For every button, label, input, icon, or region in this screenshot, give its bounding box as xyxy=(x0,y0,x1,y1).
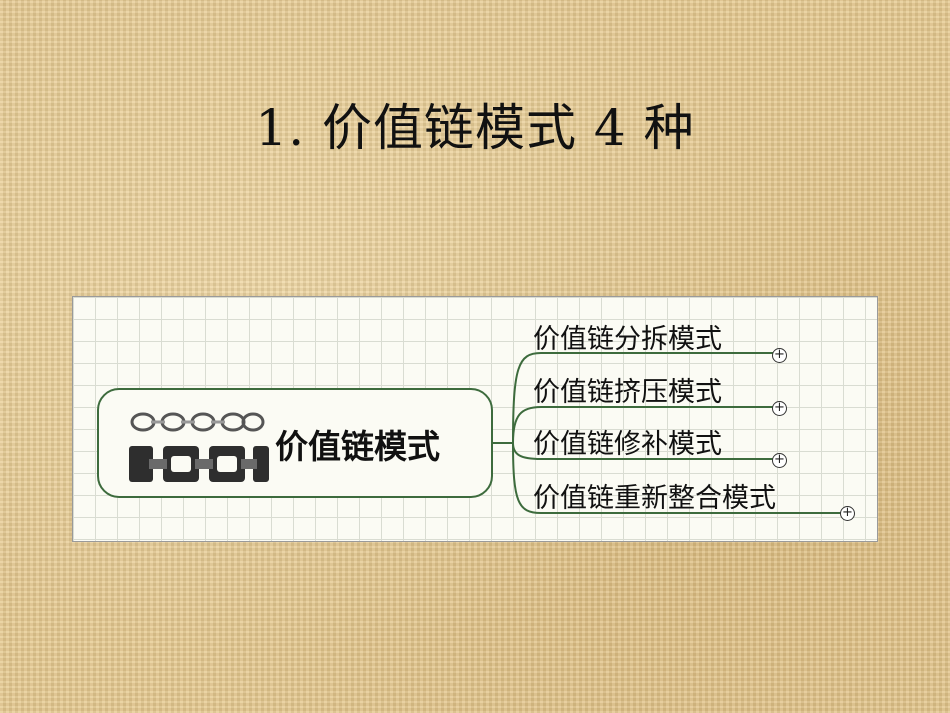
root-label: 价值链模式 xyxy=(275,427,440,466)
branch-label-split[interactable]: 价值链分拆模式 xyxy=(533,324,722,355)
expand-plus-icon[interactable]: + xyxy=(772,401,787,416)
expand-plus-icon[interactable]: + xyxy=(772,453,787,468)
branch-label-repair[interactable]: 价值链修补模式 xyxy=(533,429,722,460)
branch-line-4 xyxy=(512,442,841,514)
branch-line-2 xyxy=(512,406,773,444)
chain-links-image xyxy=(129,412,269,482)
root-node[interactable]: 价值链模式 xyxy=(97,388,493,498)
slide-title: 1. 价值链模式 4 种 xyxy=(255,99,695,157)
expand-plus-icon[interactable]: + xyxy=(840,506,855,521)
branch-label-squeeze[interactable]: 价值链挤压模式 xyxy=(533,377,722,408)
mindmap-diagram: 价值链模式 价值链分拆模式 + 价值链挤压模式 + 价值链修补模式 + 价值链重… xyxy=(72,296,878,542)
branch-connectors xyxy=(493,352,841,514)
branch-label-reintegrate[interactable]: 价值链重新整合模式 xyxy=(533,483,776,514)
branch-line-1 xyxy=(512,352,773,444)
expand-plus-icon[interactable]: + xyxy=(772,348,787,363)
